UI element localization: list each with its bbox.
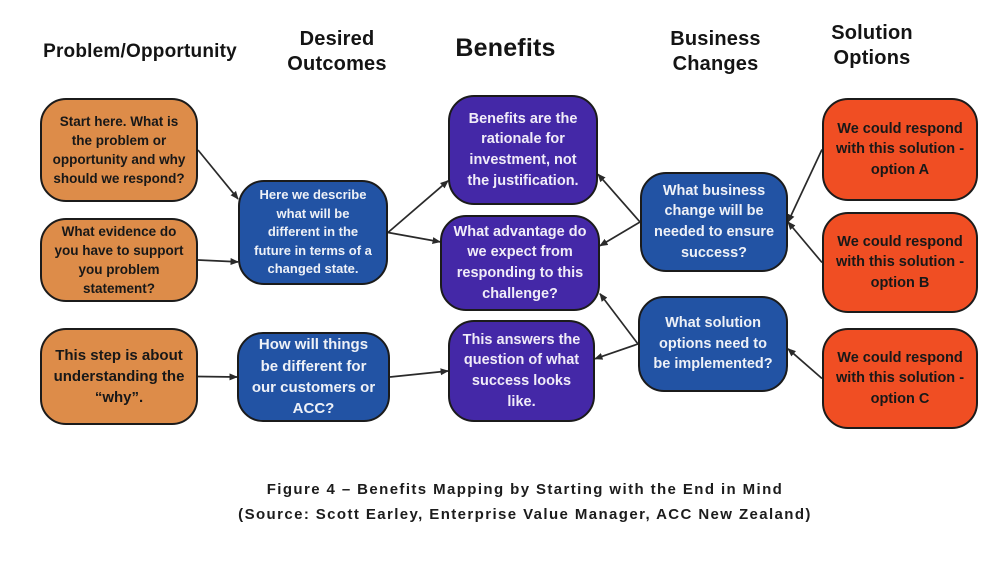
benefit-box-success-label: This answers the question of what succes…: [462, 331, 581, 410]
column-header-business-changes: Business Changes: [670, 28, 761, 75]
benefit-box-advantage: What advantage do we expect from respond…: [440, 215, 600, 311]
outcome-box-customers: How will things be different for our cus…: [237, 332, 390, 422]
problem-box-evidence: What evidence do you have to support you…: [40, 218, 198, 302]
figure-caption-title: Figure 4 – Benefits Mapping by Starting …: [266, 481, 784, 498]
problem-box-why-label: This step is about understanding the “wh…: [53, 346, 185, 407]
change-box-business-change-label: What business change will be needed to e…: [653, 182, 775, 261]
solution-box-option-b: We could respond with this solution - op…: [822, 212, 978, 313]
solution-box-option-a-label: We could respond with this solution - op…: [835, 120, 965, 178]
outcome-box-customers-label: How will things be different for our cus…: [251, 336, 376, 418]
solution-box-option-c: We could respond with this solution - op…: [822, 328, 978, 429]
change-box-business-change: What business change will be needed to e…: [640, 172, 788, 272]
problem-box-why: This step is about understanding the “wh…: [40, 328, 198, 425]
solution-box-option-c-label: We could respond with this solution - op…: [835, 349, 965, 407]
benefit-box-rationale-label: Benefits are the rationale for investmen…: [467, 110, 579, 189]
change-box-solution-options-label: What solution options need to be impleme…: [653, 315, 773, 373]
outcome-box-changed-state: Here we describe what will be different …: [238, 180, 388, 285]
column-header-solution-options: Solution Options: [831, 22, 913, 69]
benefit-box-advantage-label: What advantage do we expect from respond…: [453, 223, 587, 302]
problem-box-start-here-label: Start here. What is the problem or oppor…: [52, 113, 186, 187]
change-box-solution-options: What solution options need to be impleme…: [638, 296, 788, 392]
solution-box-option-a: We could respond with this solution - op…: [822, 98, 978, 201]
benefit-box-rationale: Benefits are the rationale for investmen…: [448, 95, 598, 205]
problem-box-start-here: Start here. What is the problem or oppor…: [40, 98, 198, 202]
column-header-desired-outcomes: Desired Outcomes: [287, 28, 387, 75]
outcome-box-changed-state-label: Here we describe what will be different …: [254, 187, 372, 277]
column-header-problem-opportunity: Problem/Opportunity: [43, 41, 237, 62]
problem-box-evidence-label: What evidence do you have to support you…: [54, 223, 184, 297]
solution-box-option-b-label: We could respond with this solution - op…: [835, 233, 965, 291]
figure-caption-source: (Source: Scott Earley, Enterprise Value …: [238, 506, 812, 523]
benefit-box-success: This answers the question of what succes…: [448, 320, 595, 422]
column-header-benefits: Benefits: [455, 34, 556, 62]
